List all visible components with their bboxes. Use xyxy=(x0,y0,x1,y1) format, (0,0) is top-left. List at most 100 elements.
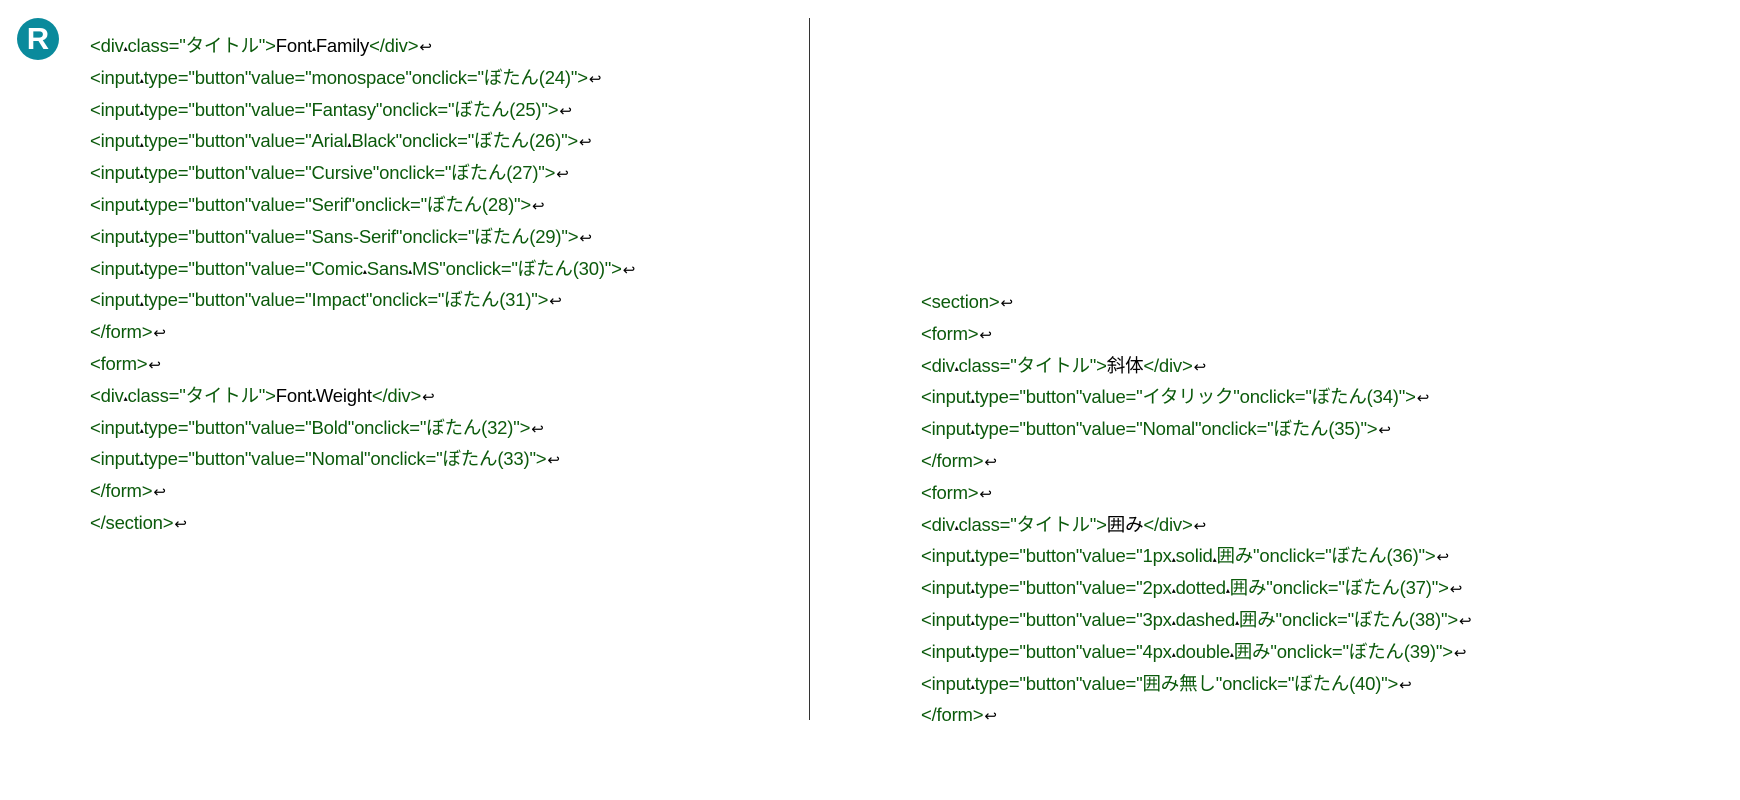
code-line: <input▴type="button"value="Arial▴Black"o… xyxy=(90,125,635,157)
line-break-icon: ↩ xyxy=(1000,295,1013,312)
line-break-icon: ↩ xyxy=(547,452,560,470)
line-break-icon: ↩ xyxy=(1449,581,1463,599)
column-divider xyxy=(809,18,810,720)
space-marker-icon: ▴ xyxy=(139,266,144,276)
code-line: </form>↩ xyxy=(90,316,635,348)
code-markup-text: <input▴type="button"value="2px▴dotted▴囲み… xyxy=(921,577,1449,598)
line-break-icon: ↩ xyxy=(559,102,572,120)
code-markup-text: <input▴type="button"value="Nomal"onclick… xyxy=(90,448,547,469)
line-break-icon: ↩ xyxy=(1193,358,1207,376)
code-line: <input▴type="button"value="1px▴solid▴囲み"… xyxy=(921,540,1471,572)
code-line: <input▴type="button"value="囲み無し"onclick=… xyxy=(921,668,1471,700)
code-markup-text: <div▴class="タイトル"> xyxy=(921,355,1107,376)
line-break-icon: ↩ xyxy=(153,484,166,502)
space-marker-icon: ▴ xyxy=(139,139,144,149)
code-line: <input▴type="button"value="Serif"onclick… xyxy=(90,189,635,221)
code-markup-text: <input▴type="button"value="イタリック"onclick… xyxy=(921,386,1416,407)
code-markup-text: <form> xyxy=(921,322,979,344)
code-markup-text: <div▴class="タイトル"> xyxy=(90,385,276,406)
code-line: <div▴class="タイトル">斜体</div>↩ xyxy=(921,350,1471,382)
code-line: <div▴class="タイトル">囲み</div>↩ xyxy=(921,509,1471,541)
code-markup-text: <form> xyxy=(921,481,979,503)
code-line: <input▴type="button"value="monospace"onc… xyxy=(90,62,635,94)
space-marker-icon: ▴ xyxy=(139,457,144,467)
code-line: <div▴class="タイトル">Font▴Weight</div>↩ xyxy=(90,380,635,412)
space-marker-icon: ▴ xyxy=(312,44,316,54)
code-line: <input▴type="button"value="Sans-Serif"on… xyxy=(90,221,635,253)
code-markup-text: </form> xyxy=(921,704,984,726)
code-line: <input▴type="button"value="4px▴double▴囲み… xyxy=(921,636,1471,668)
code-column-left: <div▴class="タイトル">Font▴Family</div>↩<inp… xyxy=(90,30,635,539)
space-marker-icon: ▴ xyxy=(970,427,975,437)
line-break-icon: ↩ xyxy=(984,453,997,471)
space-marker-icon: ▴ xyxy=(1225,586,1230,596)
space-marker-icon: ▴ xyxy=(123,393,128,403)
code-line: </form>↩ xyxy=(921,445,1471,477)
space-marker-icon: ▴ xyxy=(1171,586,1176,596)
space-marker-icon: ▴ xyxy=(1212,554,1217,564)
code-markup-text: </div> xyxy=(369,35,419,56)
code-markup-text: </form> xyxy=(921,449,984,471)
code-markup-text: <input▴type="button"value="Comic▴Sans▴MS… xyxy=(90,258,622,279)
space-marker-icon: ▴ xyxy=(408,266,412,276)
space-marker-icon: ▴ xyxy=(347,139,352,149)
line-break-icon: ↩ xyxy=(1378,422,1391,440)
code-line: <section>↩ xyxy=(921,286,1471,318)
code-line: <input▴type="button"value="Comic▴Sans▴MS… xyxy=(90,253,635,285)
space-marker-icon: ▴ xyxy=(970,586,975,596)
space-marker-icon: ▴ xyxy=(139,203,144,213)
code-line: <input▴type="button"value="イタリック"onclick… xyxy=(921,381,1471,413)
code-markup-text: <input▴type="button"value="Fantasy"oncli… xyxy=(90,99,559,120)
space-marker-icon: ▴ xyxy=(139,298,144,308)
code-markup-text: </div> xyxy=(371,384,422,406)
code-markup-text: <input▴type="button"value="4px▴double▴囲み… xyxy=(921,641,1453,662)
code-line: <form>↩ xyxy=(921,477,1471,509)
code-markup-text: <input▴type="button"value="Impact"onclic… xyxy=(90,289,548,310)
code-markup-text: </div> xyxy=(1143,513,1193,535)
space-marker-icon: ▴ xyxy=(954,522,959,532)
code-line: <input▴type="button"value="2px▴dotted▴囲み… xyxy=(921,572,1471,604)
code-markup-text: </div> xyxy=(1143,354,1193,376)
space-marker-icon: ▴ xyxy=(970,649,975,659)
code-markup-text: <input▴type="button"value="Arial▴Black"o… xyxy=(90,130,578,151)
code-markup-text: <div▴class="タイトル"> xyxy=(90,35,276,56)
line-break-icon: ↩ xyxy=(979,326,992,344)
space-marker-icon: ▴ xyxy=(139,234,144,244)
code-line: </section>↩ xyxy=(90,507,635,539)
line-break-icon: ↩ xyxy=(1399,676,1412,694)
code-content-text: 斜体 xyxy=(1106,354,1144,376)
space-marker-icon: ▴ xyxy=(954,363,959,373)
code-line: <input▴type="button"value="Cursive"oncli… xyxy=(90,157,635,189)
code-line: <form>↩ xyxy=(90,348,635,380)
code-content-text: Font▴Family xyxy=(276,35,370,56)
line-break-icon: ↩ xyxy=(153,325,166,343)
code-markup-text: <input▴type="button"value="Sans-Serif"on… xyxy=(90,226,579,247)
space-marker-icon: ▴ xyxy=(1235,618,1239,628)
space-marker-icon: ▴ xyxy=(970,554,975,564)
code-markup-text: <div▴class="タイトル"> xyxy=(921,514,1107,535)
code-markup-text: <input▴type="button"value="Bold"onclick=… xyxy=(90,417,530,438)
code-markup-text: <input▴type="button"value="Nomal"onclick… xyxy=(921,418,1378,439)
code-column-right: <section>↩<form>↩<div▴class="タイトル">斜体</d… xyxy=(921,286,1472,731)
line-break-icon: ↩ xyxy=(979,485,992,503)
space-marker-icon: ▴ xyxy=(123,44,128,54)
space-marker-icon: ▴ xyxy=(970,681,975,691)
space-marker-icon: ▴ xyxy=(1229,649,1234,659)
code-line: <input▴type="button"value="Impact"onclic… xyxy=(90,284,635,316)
line-break-icon: ↩ xyxy=(174,515,187,533)
line-break-icon: ↩ xyxy=(579,134,592,152)
code-line: </form>↩ xyxy=(921,699,1471,731)
space-marker-icon: ▴ xyxy=(362,266,367,276)
line-break-icon: ↩ xyxy=(1453,644,1467,662)
line-break-icon: ↩ xyxy=(622,261,636,279)
code-markup-text: <input▴type="button"value="1px▴solid▴囲み"… xyxy=(921,545,1436,566)
line-break-icon: ↩ xyxy=(1436,549,1450,567)
code-line: </form>↩ xyxy=(90,475,635,507)
code-markup-text: <form> xyxy=(90,352,148,374)
line-break-icon: ↩ xyxy=(422,388,435,406)
code-line: <input▴type="button"value="3px▴dashed▴囲み… xyxy=(921,604,1472,636)
code-line: <input▴type="button"value="Bold"onclick=… xyxy=(90,412,635,444)
code-markup-text: <section> xyxy=(921,291,1000,312)
code-line: <form>↩ xyxy=(921,318,1471,350)
space-marker-icon: ▴ xyxy=(139,107,144,117)
